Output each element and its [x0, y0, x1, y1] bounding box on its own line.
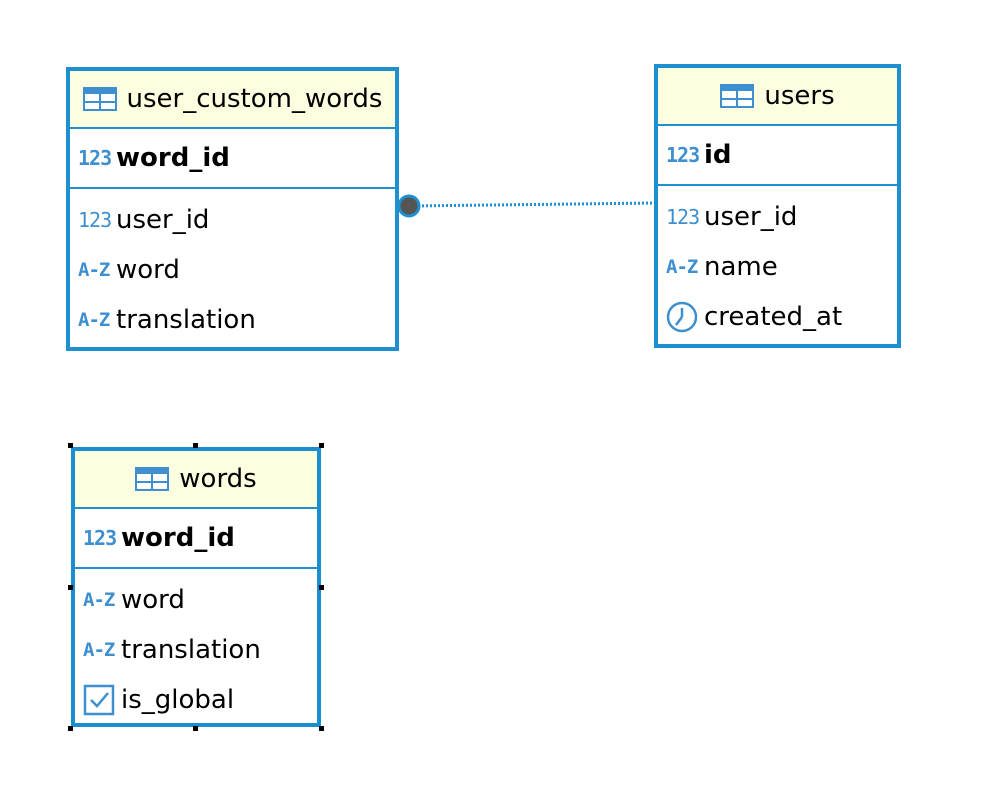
column-row[interactable]: A-Z name [658, 242, 897, 292]
column-row[interactable]: A-Z translation [70, 295, 395, 345]
resize-handle-top-left[interactable] [68, 443, 73, 448]
entity-header: users [658, 68, 897, 126]
resize-handle-middle-right[interactable] [319, 585, 324, 590]
column-name: word_id [121, 523, 235, 553]
text-icon: A-Z [83, 639, 115, 661]
entity-title: user_custom_words [126, 84, 383, 114]
column-row[interactable]: A-Z translation [75, 625, 317, 675]
resize-handle-top-right[interactable] [319, 443, 324, 448]
resize-handle-top-middle[interactable] [193, 443, 198, 448]
entity-users[interactable]: users 123 id 123 user_id A-Z name create… [654, 64, 901, 348]
column-name: translation [116, 305, 256, 335]
entity-header: user_custom_words [70, 71, 395, 129]
column-row[interactable]: 123 user_id [658, 192, 897, 242]
column-name: id [704, 140, 732, 170]
numeric-icon: 123 [78, 208, 112, 232]
entity-title: users [764, 81, 835, 111]
column-name: created_at [704, 302, 843, 332]
relationship-end-dot [397, 194, 421, 218]
resize-handle-bottom-left[interactable] [68, 726, 73, 731]
resize-handle-bottom-right[interactable] [319, 726, 324, 731]
numeric-icon: 123 [666, 205, 700, 229]
column-name: word_id [116, 143, 230, 173]
numeric-icon: 123 [666, 143, 700, 167]
column-row[interactable]: created_at [658, 292, 897, 342]
entity-header: words [75, 451, 317, 509]
entity-words[interactable]: words 123 word_id A-Z word A-Z translati… [71, 447, 321, 727]
column-list: A-Z word A-Z translation is_global [75, 569, 317, 725]
primary-key-row[interactable]: 123 word_id [75, 509, 317, 569]
column-name: user_id [704, 202, 798, 232]
entity-title: words [179, 464, 257, 494]
column-row[interactable]: 123 user_id [70, 195, 395, 245]
entity-user-custom-words[interactable]: user_custom_words 123 word_id 123 user_i… [66, 67, 399, 351]
text-icon: A-Z [78, 309, 110, 331]
primary-key-row[interactable]: 123 id [658, 126, 897, 186]
column-name: name [704, 252, 778, 282]
table-icon [720, 84, 755, 108]
column-list: 123 user_id A-Z name created_at [658, 186, 897, 342]
column-row[interactable]: A-Z word [75, 575, 317, 625]
resize-handle-middle-left[interactable] [68, 585, 73, 590]
checkbox-icon [83, 684, 121, 716]
column-name: is_global [121, 685, 235, 715]
numeric-icon: 123 [78, 146, 112, 170]
clock-icon [666, 301, 704, 333]
text-icon: A-Z [78, 259, 110, 281]
column-name: word [121, 585, 185, 615]
text-icon: A-Z [666, 256, 698, 278]
column-list: 123 user_id A-Z word A-Z translation [70, 189, 395, 345]
table-icon [82, 87, 117, 111]
column-name: user_id [116, 205, 210, 235]
relationship-line [409, 201, 657, 208]
column-row[interactable]: is_global [75, 675, 317, 725]
column-name: translation [121, 635, 261, 665]
table-icon [135, 467, 170, 491]
primary-key-row[interactable]: 123 word_id [70, 129, 395, 189]
text-icon: A-Z [83, 589, 115, 611]
resize-handle-bottom-middle[interactable] [193, 726, 198, 731]
column-row[interactable]: A-Z word [70, 245, 395, 295]
column-name: word [116, 255, 180, 285]
numeric-icon: 123 [83, 526, 117, 550]
